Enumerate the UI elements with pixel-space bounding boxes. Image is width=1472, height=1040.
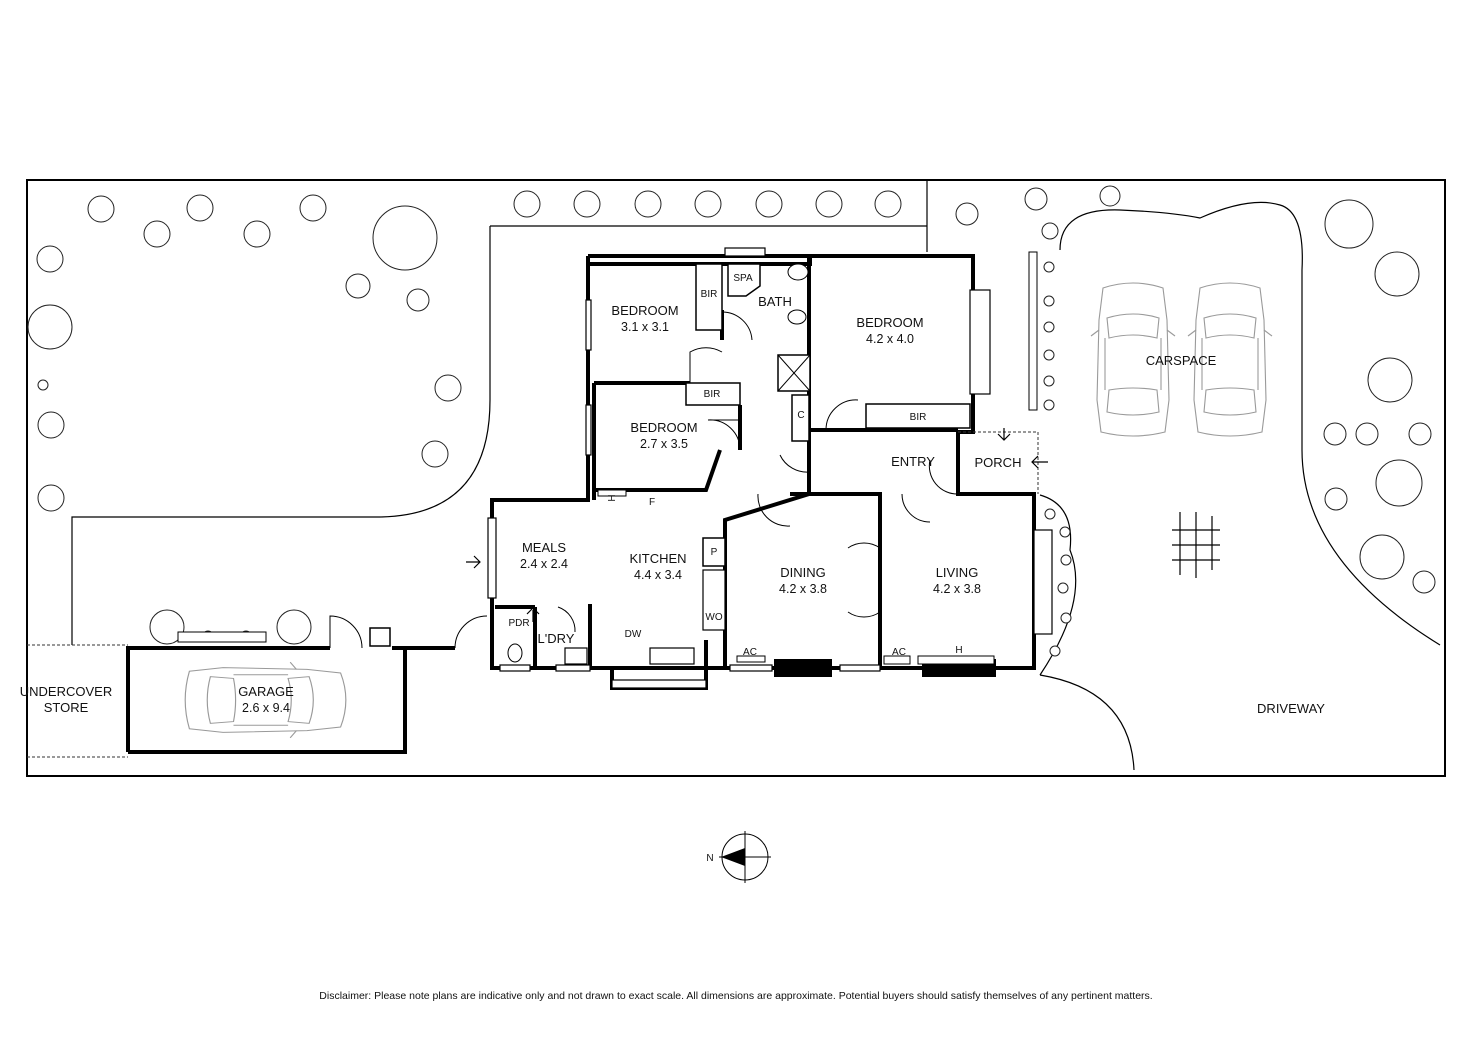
windows — [487, 247, 1053, 689]
bedroom-3-size: 4.2 x 4.0 — [866, 332, 914, 346]
cupboard-label: C — [797, 410, 804, 421]
garage-walls — [126, 646, 455, 754]
fridge-label: F — [649, 497, 655, 508]
ac-label-living: AC — [892, 647, 906, 658]
kitchen-label: KITCHEN — [629, 551, 686, 566]
trees — [27, 185, 1436, 657]
bir-label-2: BIR — [704, 389, 721, 400]
porch-label: PORCH — [975, 455, 1022, 470]
bir-label-3: BIR — [910, 412, 927, 423]
car-garage-icon — [184, 661, 347, 739]
fireplace-dining — [774, 659, 832, 677]
compass-north-label: N — [706, 853, 713, 864]
compass-icon — [719, 831, 771, 883]
paving-icon — [1172, 512, 1220, 578]
house-walls — [490, 254, 1036, 690]
meals-size: 2.4 x 2.4 — [520, 557, 568, 571]
laundry-label: L'DRY — [538, 631, 575, 646]
entry-label: ENTRY — [891, 454, 935, 469]
driveway-edge — [1039, 674, 1135, 771]
lawn-edge — [71, 225, 927, 645]
site-boundary — [26, 179, 1446, 777]
carspace-fence — [1028, 251, 1038, 411]
pantry-label: P — [711, 547, 718, 558]
bath-label: BATH — [758, 294, 792, 309]
built-ins — [507, 263, 995, 665]
carspace-edge — [1059, 201, 1441, 646]
garage-size: 2.6 x 9.4 — [242, 701, 290, 715]
bedroom-2-size: 2.7 x 3.5 — [640, 437, 688, 451]
wall-oven-label: WO — [705, 612, 722, 623]
doors — [557, 311, 959, 633]
garage-label: GARAGE — [238, 684, 294, 699]
dishwasher-label: DW — [625, 629, 642, 640]
undercover-store-label-2: STORE — [44, 700, 89, 715]
meals-label: MEALS — [522, 540, 566, 555]
bedroom-3-label: BEDROOM — [856, 315, 923, 330]
disclaimer-text: Disclaimer: Please note plans are indica… — [319, 990, 1153, 1002]
living-size: 4.2 x 3.8 — [933, 582, 981, 596]
heater-label-living: H — [955, 645, 962, 656]
entry-arrows — [466, 428, 1048, 622]
bedroom-1-size: 3.1 x 3.1 — [621, 320, 669, 334]
bedroom-1-label: BEDROOM — [611, 303, 678, 318]
driveway-label: DRIVEWAY — [1257, 701, 1325, 716]
dining-label: DINING — [780, 565, 826, 580]
heater-label-kitchen: H — [607, 494, 618, 501]
living-label: LIVING — [936, 565, 979, 580]
powder-room-label: PDR — [508, 618, 529, 629]
bedroom-2-label: BEDROOM — [630, 420, 697, 435]
garden-bed — [1039, 494, 1077, 676]
dining-size: 4.2 x 3.8 — [779, 582, 827, 596]
bir-label-1: BIR — [701, 289, 718, 300]
undercover-store-outline — [27, 644, 128, 758]
spa-label: SPA — [733, 273, 753, 284]
ac-label-dining: AC — [743, 647, 757, 658]
kitchen-size: 4.4 x 3.4 — [634, 568, 682, 582]
undercover-store-label-1: UNDERCOVER — [20, 684, 112, 699]
carspace-label: CARSPACE — [1146, 353, 1217, 368]
